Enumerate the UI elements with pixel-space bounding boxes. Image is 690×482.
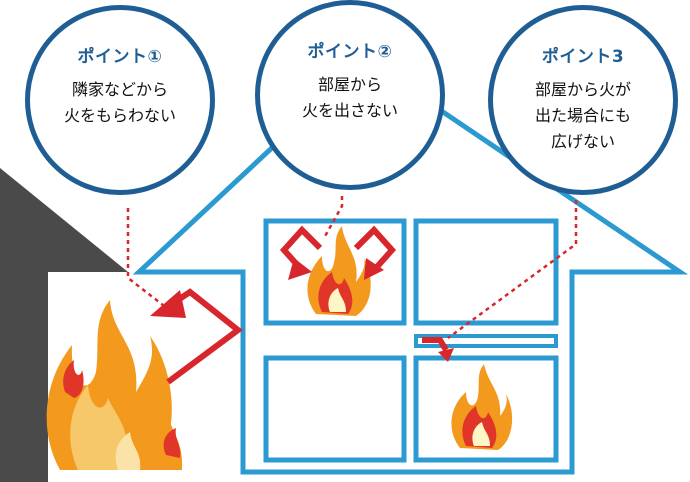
leader-line-1 [126,208,173,313]
arrow-room-left [279,225,323,270]
point-2-bubble: ポイント② 部屋から 火を出さない [255,0,445,190]
house-rooms [263,218,559,463]
arrowhead-neighbor [150,290,186,318]
arrowhead-room-left [288,258,312,280]
point-2-line-2: 火を出さない [301,101,398,120]
point-2-line-1: 部屋から [317,75,382,94]
room-bottom-left [263,355,407,463]
leader-line-2 [322,196,344,239]
arrowhead-room-right [364,258,384,280]
arrow-room-right [353,225,397,270]
point-1-bubble: ポイント① 隣家などから 火をもらわない [25,5,215,195]
arrowhead-room-down [438,348,454,362]
leader-lines [126,196,578,340]
point-3-line-3: 広げない [550,132,615,151]
point-3-title: ポイント3 [541,47,625,67]
neighbor-fire [46,300,183,470]
room-fire-top-left [307,226,371,316]
arrow-room-down [422,337,449,352]
room-top-right [413,218,559,326]
leader-line-3 [447,200,578,340]
point-1-line-1: 隣家などから [71,80,168,99]
point-1-line-2: 火をもらわない [63,106,176,125]
neighbor-roof [0,168,128,482]
room-corridor [414,334,558,348]
point-3-line-2: 出た場合にも [534,106,631,125]
arrow-heads [150,258,454,362]
point-3-bubble: ポイント3 部屋から火が 出た場合にも 広げない [488,5,678,195]
point-1-title: ポイント① [77,47,163,67]
point-2-title: ポイント② [307,42,393,62]
room-fire-bottom-right [451,364,513,450]
point-3-line-1: 部屋から火が [534,80,631,99]
